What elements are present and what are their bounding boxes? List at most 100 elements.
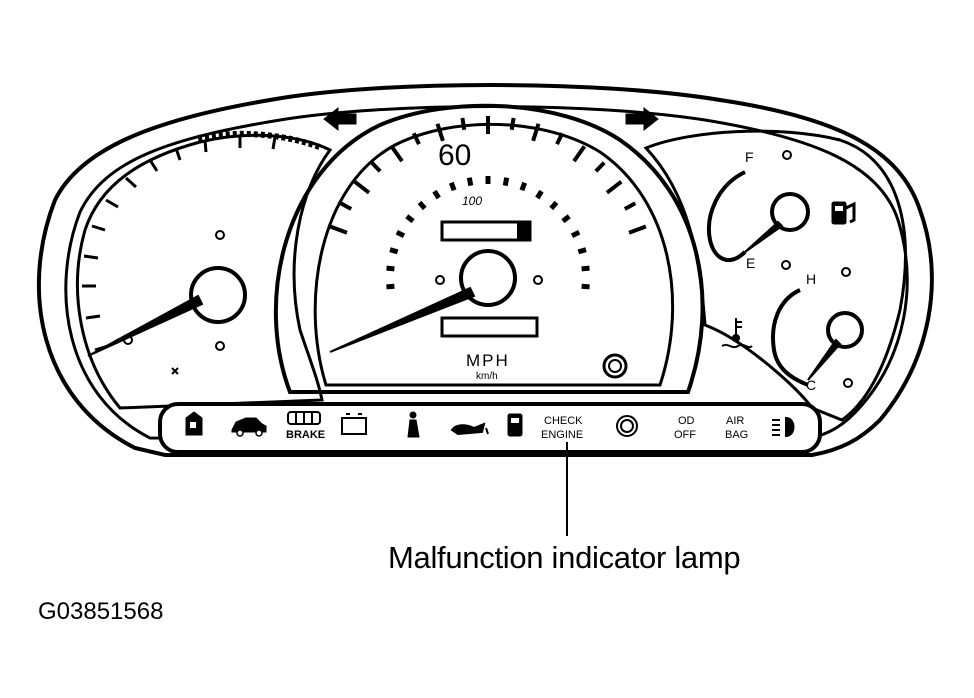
speedometer-marker-100: 100 [462,194,482,208]
tachometer-pivot [189,266,247,324]
door-ajar-icon [185,411,203,436]
speedometer-screw [435,275,445,285]
fuel-gauge-needle [744,220,784,253]
temperature-gauge-cold-label: C [806,377,816,393]
speedometer-tick [435,123,445,142]
speedometer-inner-tick [570,229,581,239]
speedometer-inner-tick [519,181,528,192]
fuel-gauge: F E [707,149,856,271]
trip-reset-button-inner [608,359,622,373]
fuel-gauge-screw [781,260,791,270]
check-engine-label-line1: CHECK [544,415,583,427]
tachometer-x-mark [171,367,179,375]
brake-warning-label: BRAKE [286,429,325,441]
speedometer-inner-tick [466,177,474,187]
left-turn-arrow-icon [323,106,357,132]
warning-lamps: BRAKE CHECK ENGINE OD OFF AIR BAG [185,411,795,441]
speedometer-tick [460,117,467,131]
air-bag-label-line2: BAG [725,429,748,441]
speedometer-tick [628,224,647,235]
speedometer-tick [605,180,623,195]
speedometer-needle [329,286,476,353]
right-gauge-face [643,129,907,422]
od-off-label-line1: OD [678,415,695,427]
fuel-gauge-scale [707,170,747,262]
speedometer-tick [370,161,382,173]
air-bag-label-line1: AIR [726,415,744,427]
speedometer-screw [533,275,543,285]
speed-unit-kmh: km/h [476,371,498,382]
speedometer-tick [339,201,353,211]
speedometer-tick [623,201,637,211]
brake-warning-icon [287,411,321,425]
speedometer-inner-tick [395,229,406,239]
speedometer-tick [509,117,516,131]
speedometer-marker-60: 60 [438,139,471,172]
seatbelt-icon [407,411,420,438]
speedometer-inner-ticks [386,176,590,290]
speedometer-inner-tick [432,189,441,200]
temperature-gauge: H C [721,267,864,393]
battery-charge-icon [341,413,367,435]
temperature-gauge-pivot [826,311,864,349]
fuel-gauge-empty-label: E [746,255,755,271]
speedometer-inner-tick [448,181,457,192]
fuel-gauge-pivot [770,192,810,232]
tachometer-screw [123,335,133,345]
fuel-gauge-screw [782,150,792,160]
temperature-gauge-screw [843,378,853,388]
speedometer-tick [531,123,541,142]
low-fuel-icon [507,413,523,437]
cluster-inner-bezel [64,105,909,442]
oil-pressure-icon [450,422,489,436]
speedometer-inner-tick [389,247,399,255]
temperature-gauge-hot-label: H [806,271,816,287]
speed-unit-mph: MPH [466,351,510,370]
trunk-open-icon [231,417,267,437]
check-engine-label-line2: ENGINE [541,429,583,441]
coolant-temperature-icon [721,318,753,349]
speedometer-inner-tick [561,214,571,224]
figure-id: G03851568 [38,598,164,625]
tachometer [76,130,333,410]
speedometer-ticks [329,116,647,235]
warning-lamp-strip [158,402,822,454]
speedometer-tick [594,161,606,173]
speedometer-tick [353,180,371,195]
speedometer-inner-tick [386,265,395,272]
speedometer-tick [411,132,421,145]
tachometer-redline-band [197,130,324,151]
speedometer-inner-tick [405,214,415,224]
odometer-display [440,220,532,242]
speedometer-inner-tick [549,200,559,211]
tachometer-needle [87,294,204,357]
speedometer-inner-tick [535,189,544,200]
speedometer-face [313,122,675,387]
temperature-gauge-screw [841,267,851,277]
od-off-label-line2: OFF [674,429,696,441]
malfunction-indicator-lamp-callout: Malfunction indicator lamp [388,540,741,575]
cluster-outer-housing [36,83,934,457]
trip-reset-button [602,353,628,379]
speedometer-tick [389,145,404,163]
speedometer-inner-tick [502,177,510,187]
fuel-pump-icon [831,201,856,225]
abs-warning-icon [616,415,638,437]
odometer-reset-knob [517,221,531,241]
speedometer-tick [329,224,348,235]
speedometer-inner-tick [577,247,587,255]
temperature-gauge-needle [807,338,842,381]
speedometer-inner-tick [581,283,590,290]
tachometer-screw [215,230,225,240]
fuel-gauge-full-label: F [745,149,754,165]
speedometer-tick [555,132,565,145]
tachometer-screw [215,341,225,351]
right-turn-arrow-icon [625,106,659,132]
temperature-gauge-scale [771,288,809,387]
speedometer-pivot [459,249,517,307]
speedometer: 60 100 MPH km/h [273,103,705,394]
speedometer-inner-tick [386,283,395,290]
high-beam-icon [772,416,795,438]
speedometer-inner-tick [581,265,590,272]
